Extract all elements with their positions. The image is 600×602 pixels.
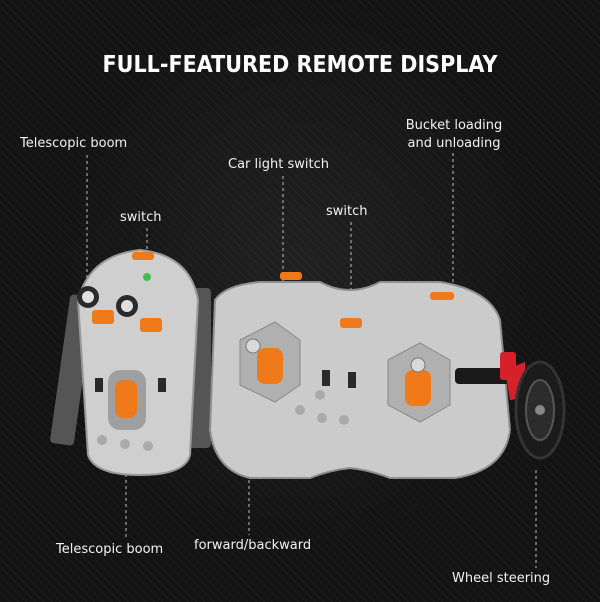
label-bucket-line2: and unloading	[407, 136, 501, 151]
label-wheel-steering: Wheel steering	[452, 571, 551, 586]
right-controller	[208, 272, 512, 479]
page-title: FULL-FEATURED REMOTE DISPLAY	[102, 52, 498, 78]
left-controller	[50, 248, 211, 477]
label-bucket: Bucket loading and unloading	[398, 117, 510, 153]
steering-wheel	[455, 352, 566, 460]
label-switch-left: switch	[120, 210, 162, 225]
label-bucket-line1: Bucket loading	[405, 118, 503, 133]
label-telescopic-boom-bottom: Telescopic boom	[56, 542, 164, 557]
label-switch-right: switch	[326, 204, 368, 219]
label-telescopic-boom-top: Telescopic boom	[20, 136, 128, 151]
label-car-light-switch: Car light switch	[228, 157, 329, 172]
label-forward-backward: forward/backward	[194, 538, 312, 553]
